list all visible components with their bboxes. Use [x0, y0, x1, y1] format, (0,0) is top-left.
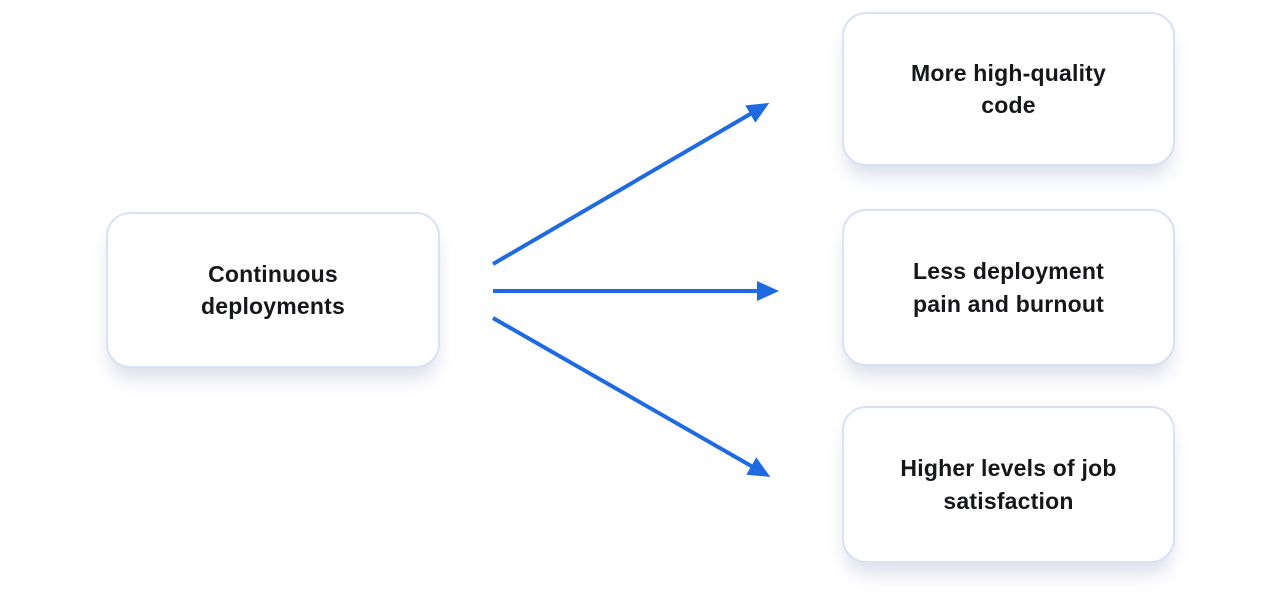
node-label-line: code [981, 92, 1036, 118]
node-label-line: Less deployment [913, 258, 1104, 285]
node-label-line: Continuous [208, 260, 338, 287]
node-less-deployment-pain: Less deployment pain and burnout [842, 209, 1175, 366]
node-label-line: pain and burnout [912, 290, 1104, 317]
node-higher-job-satisfaction: Higher levels of job satisfaction [842, 406, 1175, 563]
node-label: Continuous deployments [201, 258, 345, 322]
node-label-line: satisfaction [943, 487, 1074, 514]
arrow-to-higher-job-satisfaction [492, 316, 771, 477]
node-label: Higher levels of job satisfaction [900, 452, 1116, 516]
node-continuous-deployments: Continuous deployments [106, 212, 440, 368]
node-label-line: deployments [200, 293, 346, 319]
node-label: More high-quality code [911, 57, 1106, 121]
node-label-line: More high-quality [910, 59, 1107, 86]
node-label-line: Higher levels of job [900, 455, 1117, 482]
node-more-high-quality-code: More high-quality code [842, 12, 1175, 166]
node-label: Less deployment pain and burnout [913, 255, 1104, 319]
arrow-to-more-high-quality-code [491, 102, 770, 266]
